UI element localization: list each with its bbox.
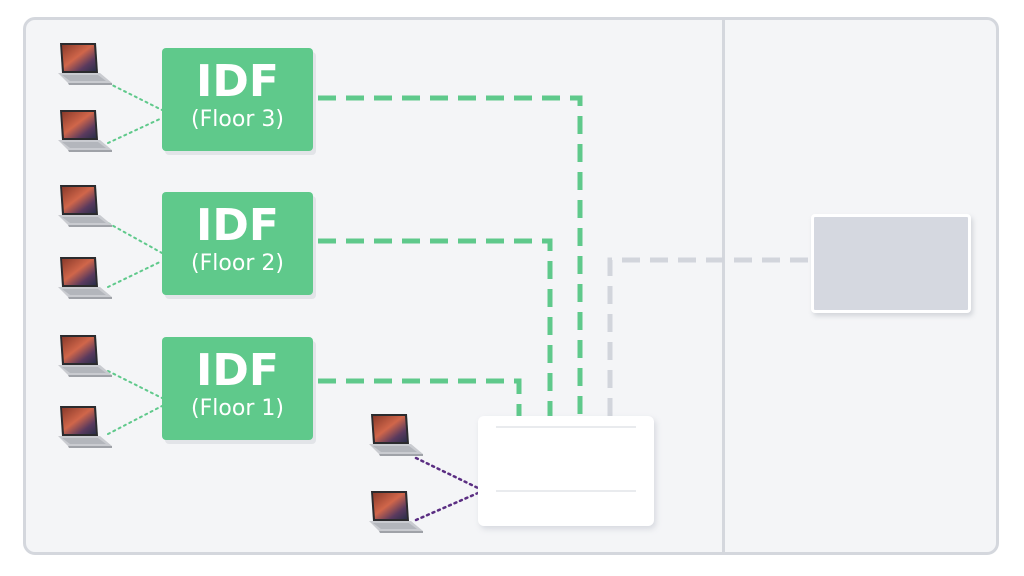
laptop-icon — [52, 404, 114, 450]
idf-floor-label: (Floor 2) — [191, 251, 284, 276]
idf-box-floor2: IDF (Floor 2) — [162, 192, 313, 295]
laptop-icon — [52, 255, 114, 301]
device-link-mdf-a — [414, 456, 480, 490]
rack-divider — [496, 490, 636, 492]
laptop-icon — [52, 333, 114, 379]
building-boundary-divider — [722, 19, 725, 555]
device-link-floor1-b — [107, 405, 163, 435]
device-link-floor2-a — [107, 222, 163, 254]
external-network-box — [811, 214, 971, 313]
laptop-icon — [52, 183, 114, 229]
laptop-icon — [52, 108, 114, 154]
central-distribution-box — [478, 416, 654, 526]
device-link-floor3-b — [107, 117, 163, 144]
uplink-floor3 — [318, 95, 583, 416]
uplink-floor1 — [318, 378, 522, 416]
uplink-floor2 — [318, 238, 553, 416]
idf-floor-label: (Floor 1) — [191, 396, 284, 421]
rack-divider — [496, 426, 636, 428]
idf-title: IDF — [196, 345, 279, 396]
external-uplink — [607, 257, 811, 416]
idf-title: IDF — [196, 200, 279, 251]
laptop-icon — [363, 489, 425, 535]
device-link-floor1-a — [107, 370, 163, 399]
device-link-floor2-b — [107, 260, 163, 288]
idf-box-floor1: IDF (Floor 1) — [162, 337, 313, 440]
idf-title: IDF — [196, 56, 279, 107]
device-link-mdf-b — [414, 491, 480, 522]
idf-floor-label: (Floor 3) — [191, 107, 284, 132]
idf-box-floor3: IDF (Floor 3) — [162, 48, 313, 151]
device-link-floor3-a — [107, 82, 163, 111]
laptop-icon — [52, 41, 114, 87]
laptop-icon — [363, 412, 425, 458]
